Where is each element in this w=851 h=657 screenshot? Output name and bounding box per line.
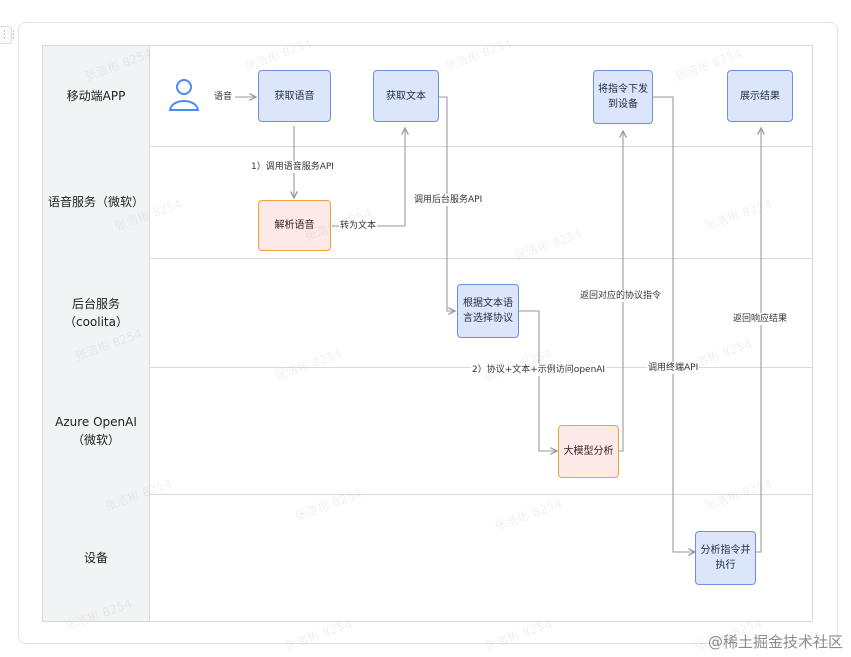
edge-label-protocol-access: 2）协议+文本+示例访问openAI bbox=[471, 364, 607, 376]
edge-label-return-protocol-cmd: 返回对应的协议指令 bbox=[579, 290, 663, 302]
node-choose-protocol: 根据文本语 言选择协议 bbox=[457, 284, 519, 338]
edge-to-text bbox=[332, 128, 405, 227]
edge-label-return-result: 返回响应结果 bbox=[732, 313, 789, 325]
lane-label: 设备 bbox=[43, 494, 150, 621]
edge-label-call-voice-api: 1）调用语音服务API bbox=[250, 161, 335, 173]
node-get-text: 获取文本 bbox=[373, 70, 439, 122]
edge-label-call-backend-api: 调用后台服务API bbox=[413, 194, 484, 206]
flow-edges bbox=[168, 79, 812, 621]
edge-return-result bbox=[754, 128, 761, 553]
lane-backend-service: 后台服务 （coolita） bbox=[43, 258, 812, 368]
drag-handle-icon[interactable]: ⋮⋮ bbox=[0, 26, 18, 44]
swimlane-diagram: 移动端APP 语音服务（微软） 后台服务 （coolita） Azure Ope… bbox=[42, 36, 813, 654]
lane-mobile-app: 移动端APP bbox=[43, 46, 812, 147]
lane-label: 后台服务 （coolita） bbox=[43, 258, 150, 367]
edge-label-call-device-api: 调用终端API bbox=[647, 362, 700, 374]
edge-label-to-text: 转为文本 bbox=[339, 220, 378, 232]
lane-azure-openai: Azure OpenAI （微软） bbox=[43, 367, 812, 495]
node-get-voice: 获取语音 bbox=[258, 70, 331, 122]
lane-device: 设备 bbox=[43, 494, 812, 622]
lane-label: 移动端APP bbox=[43, 46, 150, 146]
lane-label: Azure OpenAI （微软） bbox=[43, 367, 150, 494]
edge-label-voice: 语音 bbox=[213, 91, 234, 103]
node-show-result: 展示结果 bbox=[727, 70, 793, 122]
node-model-analysis: 大模型分析 bbox=[558, 425, 619, 478]
node-send-command: 将指令下发 到设备 bbox=[593, 70, 653, 124]
edge-return-protocol-cmd bbox=[619, 131, 623, 452]
node-parse-voice: 解析语音 bbox=[258, 200, 331, 251]
footer-watermark: @稀土掘金技术社区 bbox=[707, 633, 843, 651]
node-analyze-execute: 分析指令并 执行 bbox=[695, 531, 756, 585]
lane-voice-service: 语音服务（微软） bbox=[43, 146, 812, 259]
user-icon bbox=[168, 79, 200, 111]
edge-protocol-access bbox=[519, 310, 557, 451]
edge-call-device-api bbox=[653, 96, 695, 552]
lane-label: 语音服务（微软） bbox=[43, 146, 150, 258]
